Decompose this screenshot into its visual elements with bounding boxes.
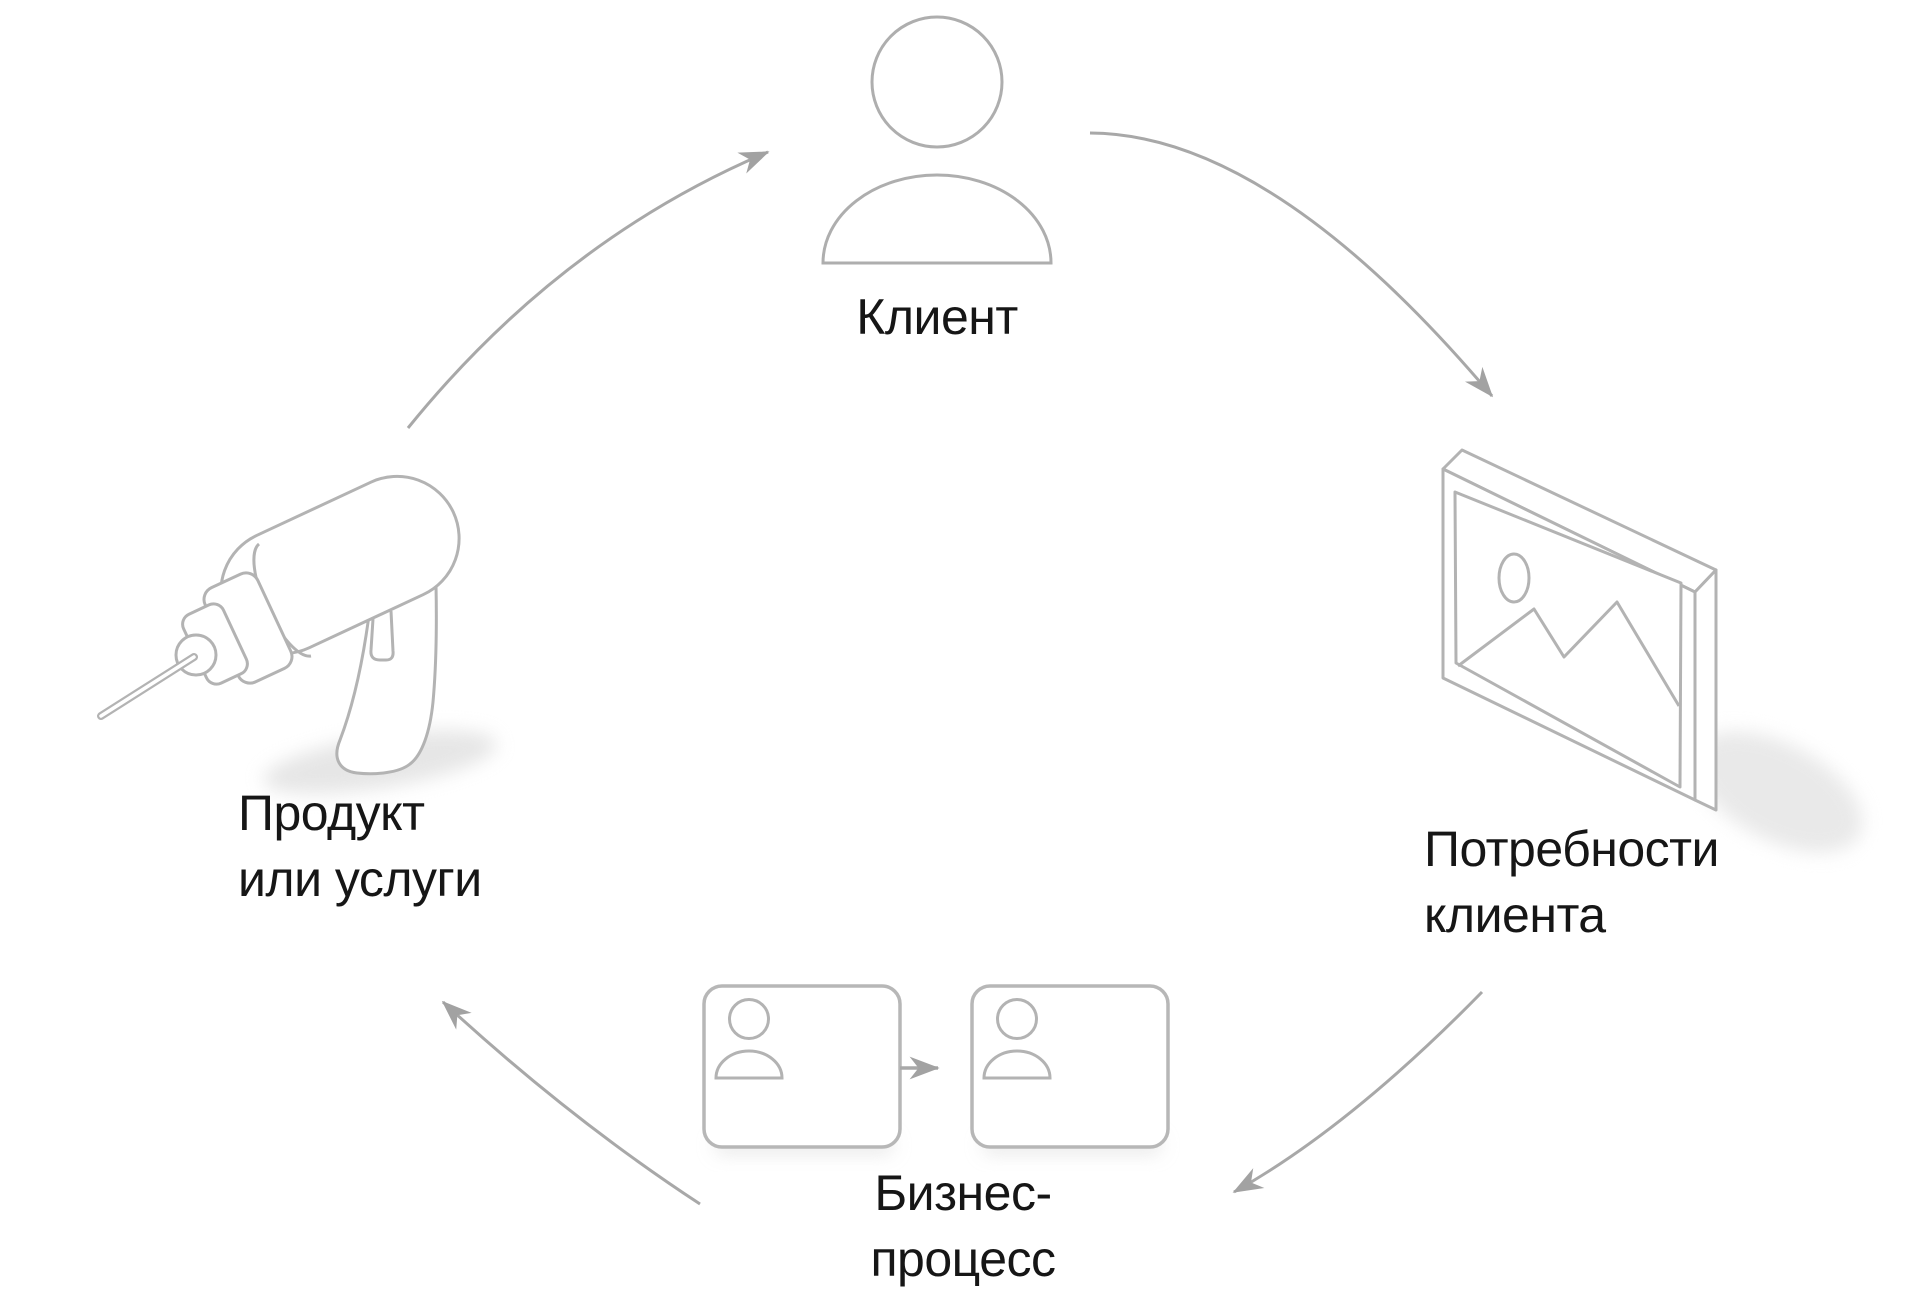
label-product-line2: или услуги: [238, 851, 482, 907]
drill-bit-highlight: [99, 655, 196, 718]
label-product-or-service: Продукт или услуги: [238, 780, 482, 912]
cycle-arrows: [406, 131, 1494, 1206]
person-head: [870, 15, 1004, 149]
label-client-needs: Потребности клиента: [1424, 816, 1720, 948]
card-person-shoulders: [714, 1049, 784, 1080]
picture-sun: [1497, 552, 1531, 604]
frame-shadow: [1693, 731, 1863, 853]
label-client: Клиент: [856, 284, 1018, 350]
picture-mountains: [1457, 600, 1681, 707]
label-client-text: Клиент: [856, 289, 1018, 345]
drill-handle: [335, 583, 438, 776]
card-person-icon-2: [982, 998, 1052, 1080]
business-process-cards-icon: [702, 984, 1170, 1149]
arrow-client-to-needs: [1089, 131, 1494, 398]
picture-frame-icon: [1441, 448, 1718, 812]
label-process-line1: Бизнес-: [874, 1165, 1052, 1221]
label-process-line2: процесс: [870, 1231, 1056, 1287]
drill-trigger: [369, 610, 395, 662]
card-person-head: [996, 998, 1038, 1040]
frame-side-face: [1693, 568, 1718, 812]
person-icon: [821, 15, 1053, 265]
label-client-needs-line2: клиента: [1424, 887, 1606, 943]
drill-icon: [97, 474, 461, 776]
card-person-head: [728, 998, 770, 1040]
arrow-process-to-product: [441, 1000, 701, 1206]
frame-picture-opening: [1453, 490, 1683, 789]
label-product-line1: Продукт: [238, 785, 425, 841]
label-business-process: Бизнес- процесс: [870, 1160, 1056, 1292]
card-person-shoulders: [982, 1049, 1052, 1080]
arrow-product-to-client: [406, 150, 770, 429]
arrow-needs-to-process: [1232, 990, 1484, 1194]
person-shoulders: [821, 173, 1053, 265]
label-client-needs-line1: Потребности: [1424, 821, 1720, 877]
card-person-icon-1: [714, 998, 784, 1080]
